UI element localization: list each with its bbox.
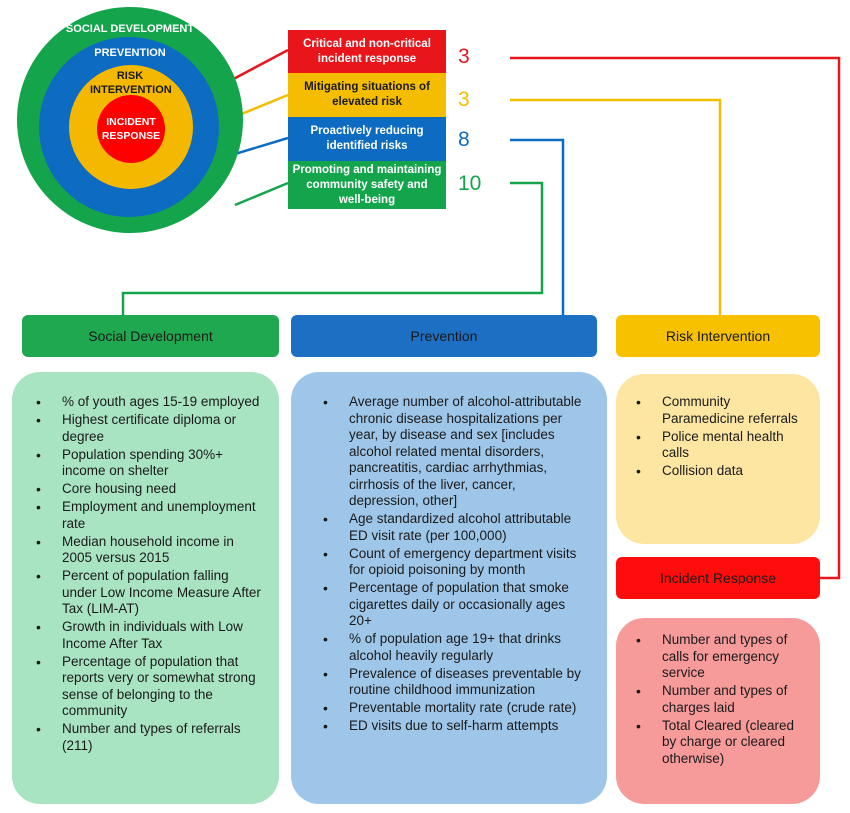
- header-prevention: Prevention: [291, 315, 597, 357]
- list-item: Highest certificate diploma or degree: [36, 412, 265, 445]
- level-box-social: Promoting and maintaining community safe…: [288, 161, 446, 209]
- header-social-development-label: Social Development: [88, 328, 213, 344]
- ring-label-risk-intervention: RISK INTERVENTION: [90, 70, 172, 96]
- header-prevention-label: Prevention: [410, 328, 478, 344]
- level-text-social: Promoting and maintaining community safe…: [292, 163, 442, 206]
- list-item: % of youth ages 15-19 employed: [36, 394, 265, 411]
- list-item: Median household income in 2005 versus 2…: [36, 534, 265, 567]
- panel-social-development: % of youth ages 15-19 employed Highest c…: [12, 372, 279, 804]
- header-risk-intervention: Risk Intervention: [616, 315, 820, 357]
- panel-prevention: Average number of alcohol-attributable c…: [291, 372, 607, 804]
- list-item: Age standardized alcohol attributable ED…: [323, 511, 585, 544]
- connector-social-ring: [234, 181, 289, 207]
- list-item: Police mental health calls: [636, 429, 808, 462]
- list-item: Number and types of calls for emergency …: [636, 632, 808, 682]
- connector-social-header: [121, 181, 544, 315]
- level-box-incident: Critical and non-critical incident respo…: [288, 30, 446, 73]
- list-item: Prevalence of diseases preventable by ro…: [323, 666, 585, 699]
- list-item: Percent of population falling under Low …: [36, 568, 265, 618]
- list-prevention: Average number of alcohol-attributable c…: [323, 394, 585, 735]
- panel-risk-intervention: Community Paramedicine referrals Police …: [616, 374, 820, 544]
- list-social-development: % of youth ages 15-19 employed Highest c…: [36, 394, 265, 754]
- ring-label-prevention: PREVENTION: [94, 47, 166, 59]
- list-item: Percentage of population that reports ve…: [36, 654, 265, 720]
- list-item: Average number of alcohol-attributable c…: [323, 394, 585, 510]
- list-item: Number and types of charges laid: [636, 683, 808, 716]
- level-count-social: 10: [458, 172, 482, 195]
- ring-label-incident-response: INCIDENT RESPONSE: [101, 116, 161, 142]
- list-item: Percentage of population that smoke ciga…: [323, 580, 585, 630]
- ring-label-social-development: SOCIAL DEVELOPMENT: [65, 23, 195, 35]
- header-incident-response: Incident Response: [616, 557, 820, 599]
- list-item: Number and types of referrals (211): [36, 721, 265, 754]
- level-text-incident: Critical and non-critical incident respo…: [303, 37, 431, 65]
- level-text-risk: Mitigating situations of elevated risk: [304, 81, 430, 108]
- list-item: Total Cleared (cleared by charge or clea…: [636, 718, 808, 768]
- level-count-risk: 3: [458, 88, 470, 111]
- list-item: % of population age 19+ that drinks alco…: [323, 631, 585, 664]
- list-item: Core housing need: [36, 481, 265, 498]
- list-item: Population spending 30%+ income on shelt…: [36, 447, 265, 480]
- list-item: Preventable mortality rate (crude rate): [323, 700, 585, 717]
- list-item: Count of emergency department visits for…: [323, 546, 585, 579]
- connector-risk-header: [510, 98, 722, 315]
- header-incident-response-label: Incident Response: [660, 570, 776, 586]
- connector-incident-header: [510, 56, 841, 580]
- level-count-prevention: 8: [458, 128, 470, 151]
- list-item: Community Paramedicine referrals: [636, 394, 808, 427]
- list-item: Collision data: [636, 463, 808, 480]
- level-box-risk: Mitigating situations of elevated risk: [288, 73, 446, 117]
- list-incident-response: Number and types of calls for emergency …: [636, 632, 808, 768]
- header-social-development: Social Development: [22, 315, 279, 357]
- list-item: Growth in individuals with Low Income Af…: [36, 619, 265, 652]
- ring-incident-response: [97, 95, 165, 163]
- level-count-incident: 3: [458, 45, 470, 68]
- list-item: Employment and unemployment rate: [36, 499, 265, 532]
- header-risk-intervention-label: Risk Intervention: [665, 328, 771, 344]
- level-box-prevention: Proactively reducing identified risks: [288, 117, 446, 161]
- connector-prevention-header: [510, 138, 565, 315]
- list-risk-intervention: Community Paramedicine referrals Police …: [636, 394, 808, 480]
- panel-incident-response: Number and types of calls for emergency …: [616, 618, 820, 804]
- level-text-prevention: Proactively reducing identified risks: [310, 125, 424, 152]
- list-item: ED visits due to self-harm attempts: [323, 718, 585, 735]
